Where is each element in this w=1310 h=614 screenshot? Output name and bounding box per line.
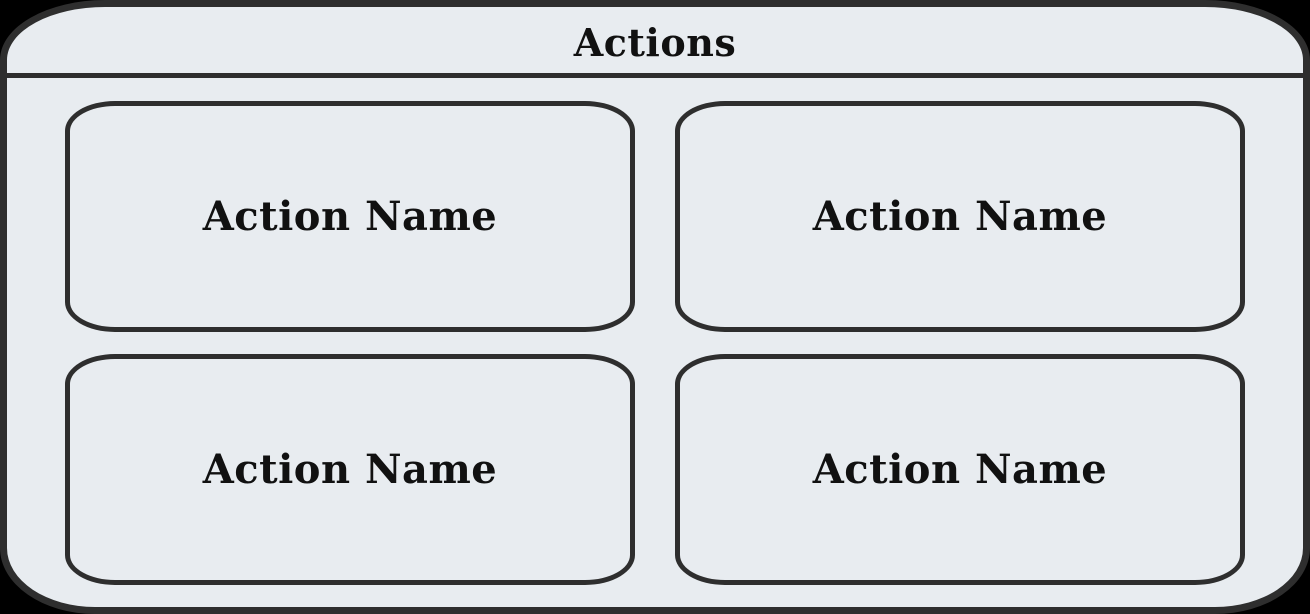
action-label: Action Name — [812, 446, 1108, 493]
action-box-bottom-right[interactable]: Action Name — [675, 354, 1245, 585]
actions-panel-header: Actions — [7, 7, 1303, 78]
action-box-bottom-left[interactable]: Action Name — [65, 354, 635, 585]
panel-title: Actions — [573, 19, 737, 65]
action-label: Action Name — [202, 193, 498, 240]
action-box-top-left[interactable]: Action Name — [65, 101, 635, 332]
action-label: Action Name — [202, 446, 498, 493]
actions-grid: Action Name Action Name Action Name Acti… — [7, 78, 1303, 607]
action-label: Action Name — [812, 193, 1108, 240]
action-box-top-right[interactable]: Action Name — [675, 101, 1245, 332]
